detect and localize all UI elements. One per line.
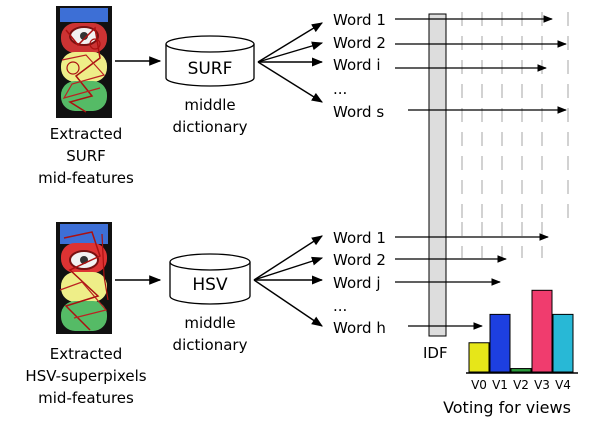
word-to-view-arrows <box>395 15 567 330</box>
view-label-v3: V3 <box>534 378 550 392</box>
hsv-word-1: Word 1 <box>333 229 386 247</box>
hsv-word-j: Word j <box>333 274 381 292</box>
surf-word-2: Word 2 <box>333 34 386 52</box>
surf-caption-line-3: mid-features <box>38 169 134 187</box>
voting-title: Voting for views <box>443 398 571 417</box>
surf-dictionary-cylinder <box>165 35 255 87</box>
surf-dictionary-caption-line-2: dictionary <box>173 118 248 136</box>
view-label-v1: V1 <box>492 378 508 392</box>
surf-dictionary-caption-line-1: middle <box>184 96 235 114</box>
idf-bar <box>428 13 447 337</box>
vote-bar-v0 <box>468 342 490 373</box>
surf-caption-line-1: Extracted <box>50 125 122 143</box>
hsv-word-h: Word h <box>333 319 386 337</box>
hsv-caption-line-2: HSV-superpixels <box>25 367 146 385</box>
surf-word-s: Word s <box>333 103 384 121</box>
hsv-dictionary-caption-line-2: dictionary <box>173 336 248 354</box>
surf-dictionary-to-word-arrows <box>257 22 324 103</box>
voting-dashed-guides <box>461 12 569 258</box>
view-label-v0: V0 <box>471 378 487 392</box>
voting-bars <box>468 289 574 373</box>
hsv-word-ellipsis: ... <box>333 297 347 315</box>
surf-dictionary-label: SURF <box>188 59 233 79</box>
vote-bar-v2 <box>510 368 532 373</box>
hsv-caption-line-1: Extracted <box>50 345 122 363</box>
surf-caption-line-2: SURF <box>66 147 106 165</box>
hsv-dictionary-caption-line-1: middle <box>184 314 235 332</box>
surf-word-i: Word i <box>333 56 381 74</box>
hsv-word-2: Word 2 <box>333 251 386 269</box>
vote-bar-v3 <box>531 289 553 373</box>
idf-label: IDF <box>423 344 448 362</box>
hsv-traffic-light-image <box>56 222 112 334</box>
hsv-dictionary-label: HSV <box>192 275 228 295</box>
vote-bar-v1 <box>489 313 511 373</box>
surf-word-1: Word 1 <box>333 11 386 29</box>
hsv-dictionary-cylinder <box>169 253 251 305</box>
voting-view-labels: V0 V1 V2 V3 V4 <box>471 378 571 392</box>
vote-bar-v4 <box>552 313 574 373</box>
surf-word-ellipsis: ... <box>333 80 347 98</box>
view-label-v4: V4 <box>555 378 571 392</box>
hsv-caption-line-3: mid-features <box>38 389 134 407</box>
view-label-v2: V2 <box>513 378 529 392</box>
hsv-dictionary-to-word-arrows <box>253 235 324 327</box>
surf-traffic-light-image <box>56 6 112 118</box>
